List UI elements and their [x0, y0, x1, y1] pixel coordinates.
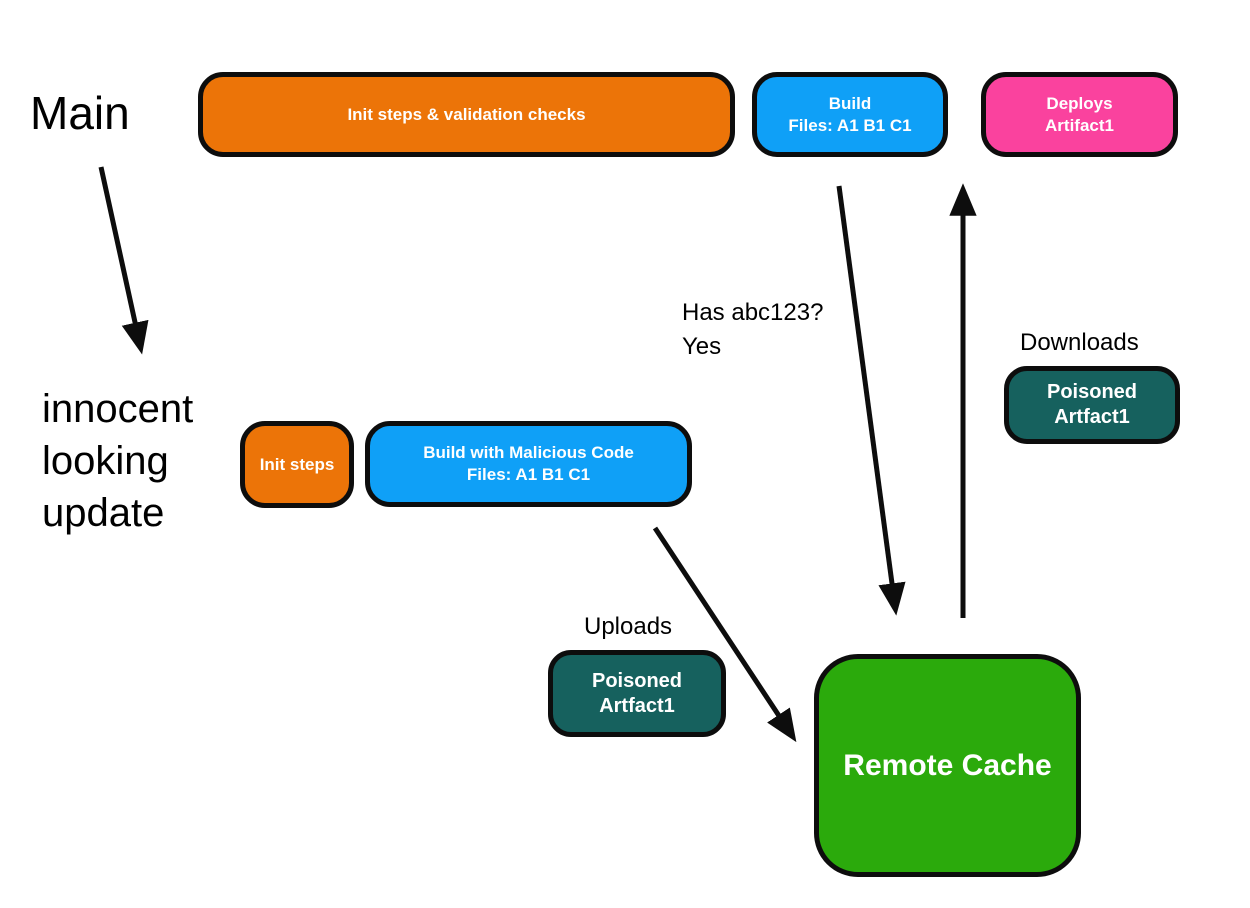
- label-innocent-looking-update: innocent looking update: [42, 387, 194, 535]
- label-downloads: Downloads: [1020, 329, 1139, 356]
- node-build-files: Build Files: A1 B1 C1: [752, 72, 948, 157]
- node-build-with-malicious-code: Build with Malicious Code Files: A1 B1 C…: [365, 421, 692, 507]
- node-poisoned-artifact-upload: Poisoned Artfact1: [548, 650, 726, 737]
- label-main-branch: Main: [30, 87, 130, 139]
- label-uploads: Uploads: [584, 613, 673, 640]
- arrow-build-to-cache: [836, 185, 906, 616]
- node-deploys-artifact1: Deploys Artifact1: [981, 72, 1178, 157]
- label-has-abc123-yes: Has abc123? Yes: [682, 299, 824, 360]
- arrow-main-to-update: [98, 166, 149, 355]
- node-remote-cache: Remote Cache: [814, 654, 1081, 877]
- node-init-steps: Init steps: [240, 421, 354, 508]
- arrow-maliciousbuild-to-cache: [652, 526, 797, 743]
- node-poisoned-artifact-download: Poisoned Artfact1: [1004, 366, 1180, 444]
- node-init-steps-validation-checks: Init steps & validation checks: [198, 72, 735, 157]
